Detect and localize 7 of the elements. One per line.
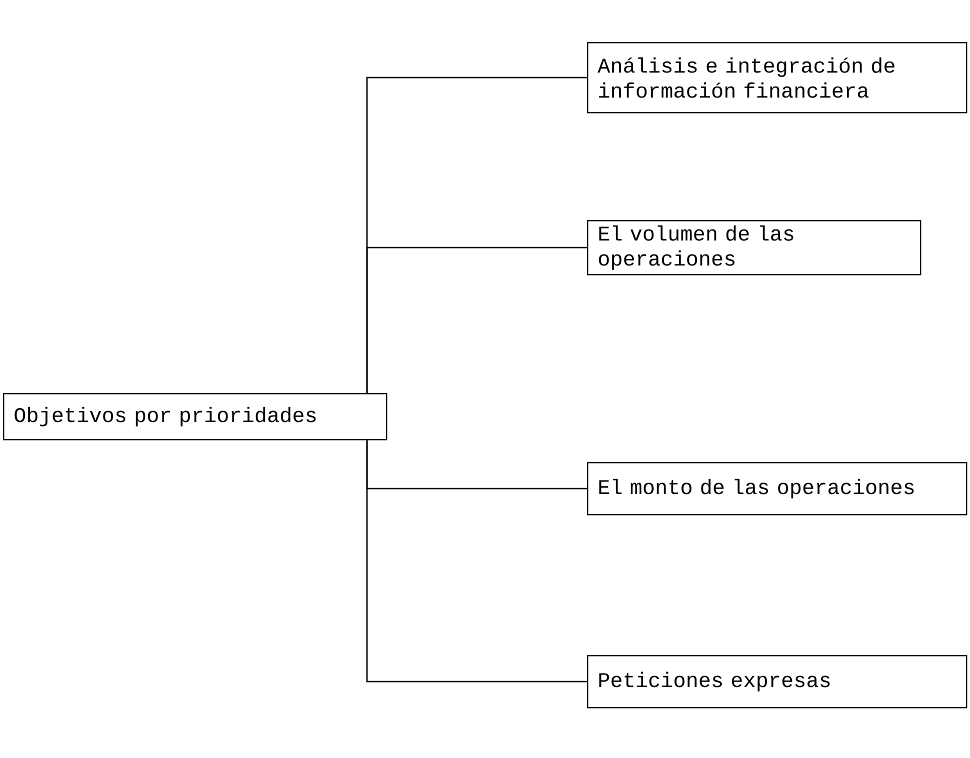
connector-line [366,440,587,682]
item-box: Análisis e integración de información financiera [587,42,968,114]
item-box: Peticiones expresas [587,655,968,708]
topic-box: Objetivos por prioridades [3,393,388,440]
item-box: El volumen de las operaciones [587,220,922,276]
connector-line [366,246,587,393]
item-box: El monto de las operaciones [587,462,968,516]
